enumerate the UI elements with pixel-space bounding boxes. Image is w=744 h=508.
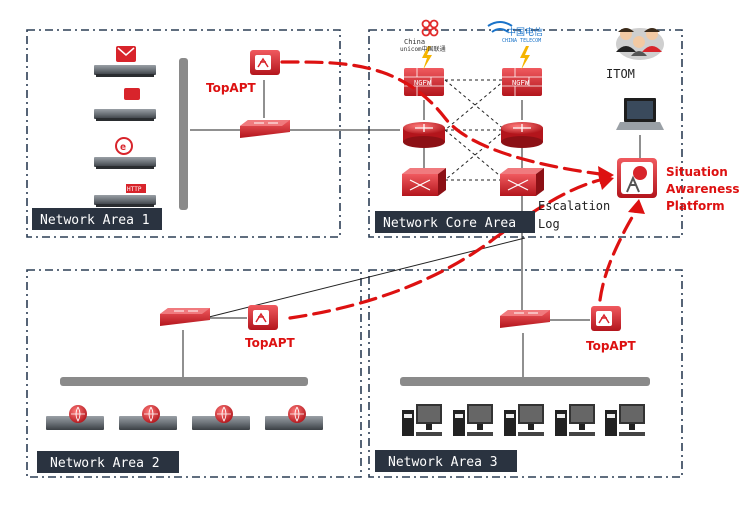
escalation-path-top (280, 60, 602, 176)
network-area-1-border (26, 29, 341, 238)
area-label-2: Network Area 2 (37, 451, 179, 473)
situation-label-line1: Situation (666, 165, 728, 179)
desktop-3 (504, 404, 544, 436)
escalation-paths (280, 60, 639, 320)
network-area-2-border (26, 269, 362, 478)
unicom-text-1: China (404, 38, 425, 46)
svg-text:e: e (120, 142, 126, 153)
desktop-4 (555, 404, 595, 436)
ngfw-label-right: NGFW (512, 79, 530, 87)
topapt-device-area3 (591, 306, 621, 331)
arrowhead-area2 (598, 174, 614, 190)
server-chat (94, 88, 156, 121)
escalation-path-area3 (598, 204, 639, 302)
escalation-path-area2 (288, 178, 602, 320)
topapt-device-area2 (248, 305, 278, 330)
desktop-1 (402, 404, 442, 436)
core-crosslinks (444, 79, 506, 181)
area3-bus-bar (400, 377, 650, 386)
area2-servers (46, 405, 323, 430)
arrowhead-area3 (628, 199, 645, 214)
area-label-3-text: Network Area 3 (388, 455, 498, 470)
connection-lines (182, 80, 641, 378)
area-label-1: Network Area 1 (32, 208, 162, 230)
desktop-2 (453, 404, 493, 436)
topapt-device-top (250, 50, 280, 75)
lightning-icon-left (422, 46, 432, 70)
china-unicom-logo: China unicom中国联通 (400, 19, 446, 53)
escalation-label-line1: Escalation (538, 199, 610, 213)
situation-label-line3: Platform (666, 199, 725, 213)
core-switch-right (500, 168, 544, 196)
router-core-right (501, 122, 543, 148)
switch-area1 (240, 120, 290, 138)
server-http: HTTP (94, 184, 156, 207)
svg-text:HTTP: HTTP (127, 186, 142, 193)
area-label-core: Network Core Area (375, 211, 535, 233)
area-label-1-text: Network Area 1 (40, 213, 150, 228)
area2-bus-bar (60, 377, 308, 386)
desktop-5 (605, 404, 645, 436)
topapt-label-area3: TopAPT (586, 339, 637, 353)
ngfw-firewall-left: NGFW (404, 68, 444, 96)
topapt-label-area2: TopAPT (245, 336, 296, 350)
situation-awareness-platform-icon (617, 158, 657, 198)
area-label-3: Network Area 3 (375, 450, 517, 472)
escalation-label-line2: Log (538, 217, 560, 231)
itom-label: ITOM (606, 67, 635, 81)
switch-area2 (160, 308, 210, 326)
unicom-text-2: unicom中国联通 (400, 45, 446, 53)
area-label-2-text: Network Area 2 (50, 456, 160, 471)
situation-label-line2: Awareness (666, 182, 740, 196)
arrowheads (598, 166, 645, 214)
core-switch-left (402, 168, 446, 196)
area2-server-3 (192, 405, 250, 430)
telecom-text-1: 中国电信 (507, 26, 543, 38)
laptop-icon (616, 98, 664, 130)
china-telecom-logo: 中国电信 CHINA TELECOM (487, 21, 543, 44)
switch-area3 (500, 310, 550, 328)
telecom-text-2: CHINA TELECOM (502, 38, 541, 44)
area3-desktops (402, 404, 645, 436)
server-web: e (94, 137, 156, 169)
server-mail (94, 46, 156, 77)
network-area-3-border (368, 269, 683, 478)
area2-server-2 (119, 405, 177, 430)
area2-server-1 (46, 405, 104, 430)
lightning-icon-right (520, 46, 530, 70)
ngfw-firewall-right: NGFW (502, 68, 542, 96)
area-label-core-text: Network Core Area (383, 216, 516, 231)
topapt-label-top: TopAPT (206, 81, 257, 95)
router-core-left (403, 122, 445, 148)
itom-people-icon (616, 28, 664, 60)
network-core-area-border (368, 29, 683, 238)
ngfw-label-left: NGFW (414, 79, 432, 87)
area2-server-4 (265, 405, 323, 430)
area1-bus-bar (179, 58, 188, 210)
